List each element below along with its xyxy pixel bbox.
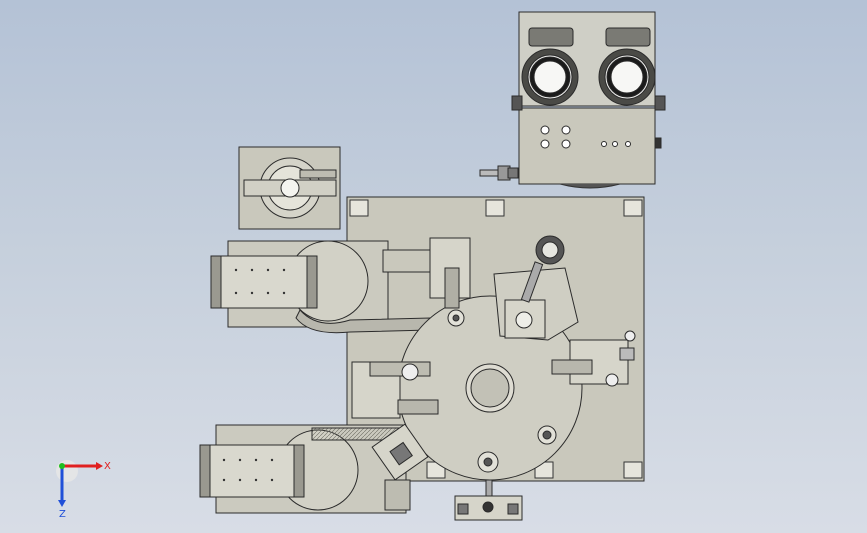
control-buttons (540, 125, 631, 149)
x-axis-arrowhead (96, 462, 103, 470)
upper-feeder-conveyor[interactable] (210, 240, 431, 334)
detail-inset-view[interactable] (238, 146, 341, 230)
x-axis-label: X (104, 461, 111, 472)
bottom-outfeed-bracket[interactable] (454, 479, 523, 521)
y-axis-indicator (59, 463, 65, 469)
inlet-fitting (479, 165, 519, 181)
triad-origin-sphere (56, 460, 78, 482)
pick-arm-left[interactable] (351, 361, 439, 419)
lower-feeder-conveyor[interactable] (199, 424, 433, 514)
motor-right (598, 27, 666, 111)
chute-lower-left[interactable] (371, 423, 429, 511)
rotary-index-table[interactable] (397, 295, 583, 481)
motor-left (511, 27, 579, 111)
coordinate-triad: X Z (56, 460, 111, 520)
z-axis-label: Z (59, 509, 66, 520)
motor-control-assembly[interactable] (479, 11, 666, 189)
press-station-top[interactable] (382, 235, 579, 341)
clamp-station-right[interactable] (551, 330, 636, 387)
z-axis-arrowhead (58, 500, 66, 507)
